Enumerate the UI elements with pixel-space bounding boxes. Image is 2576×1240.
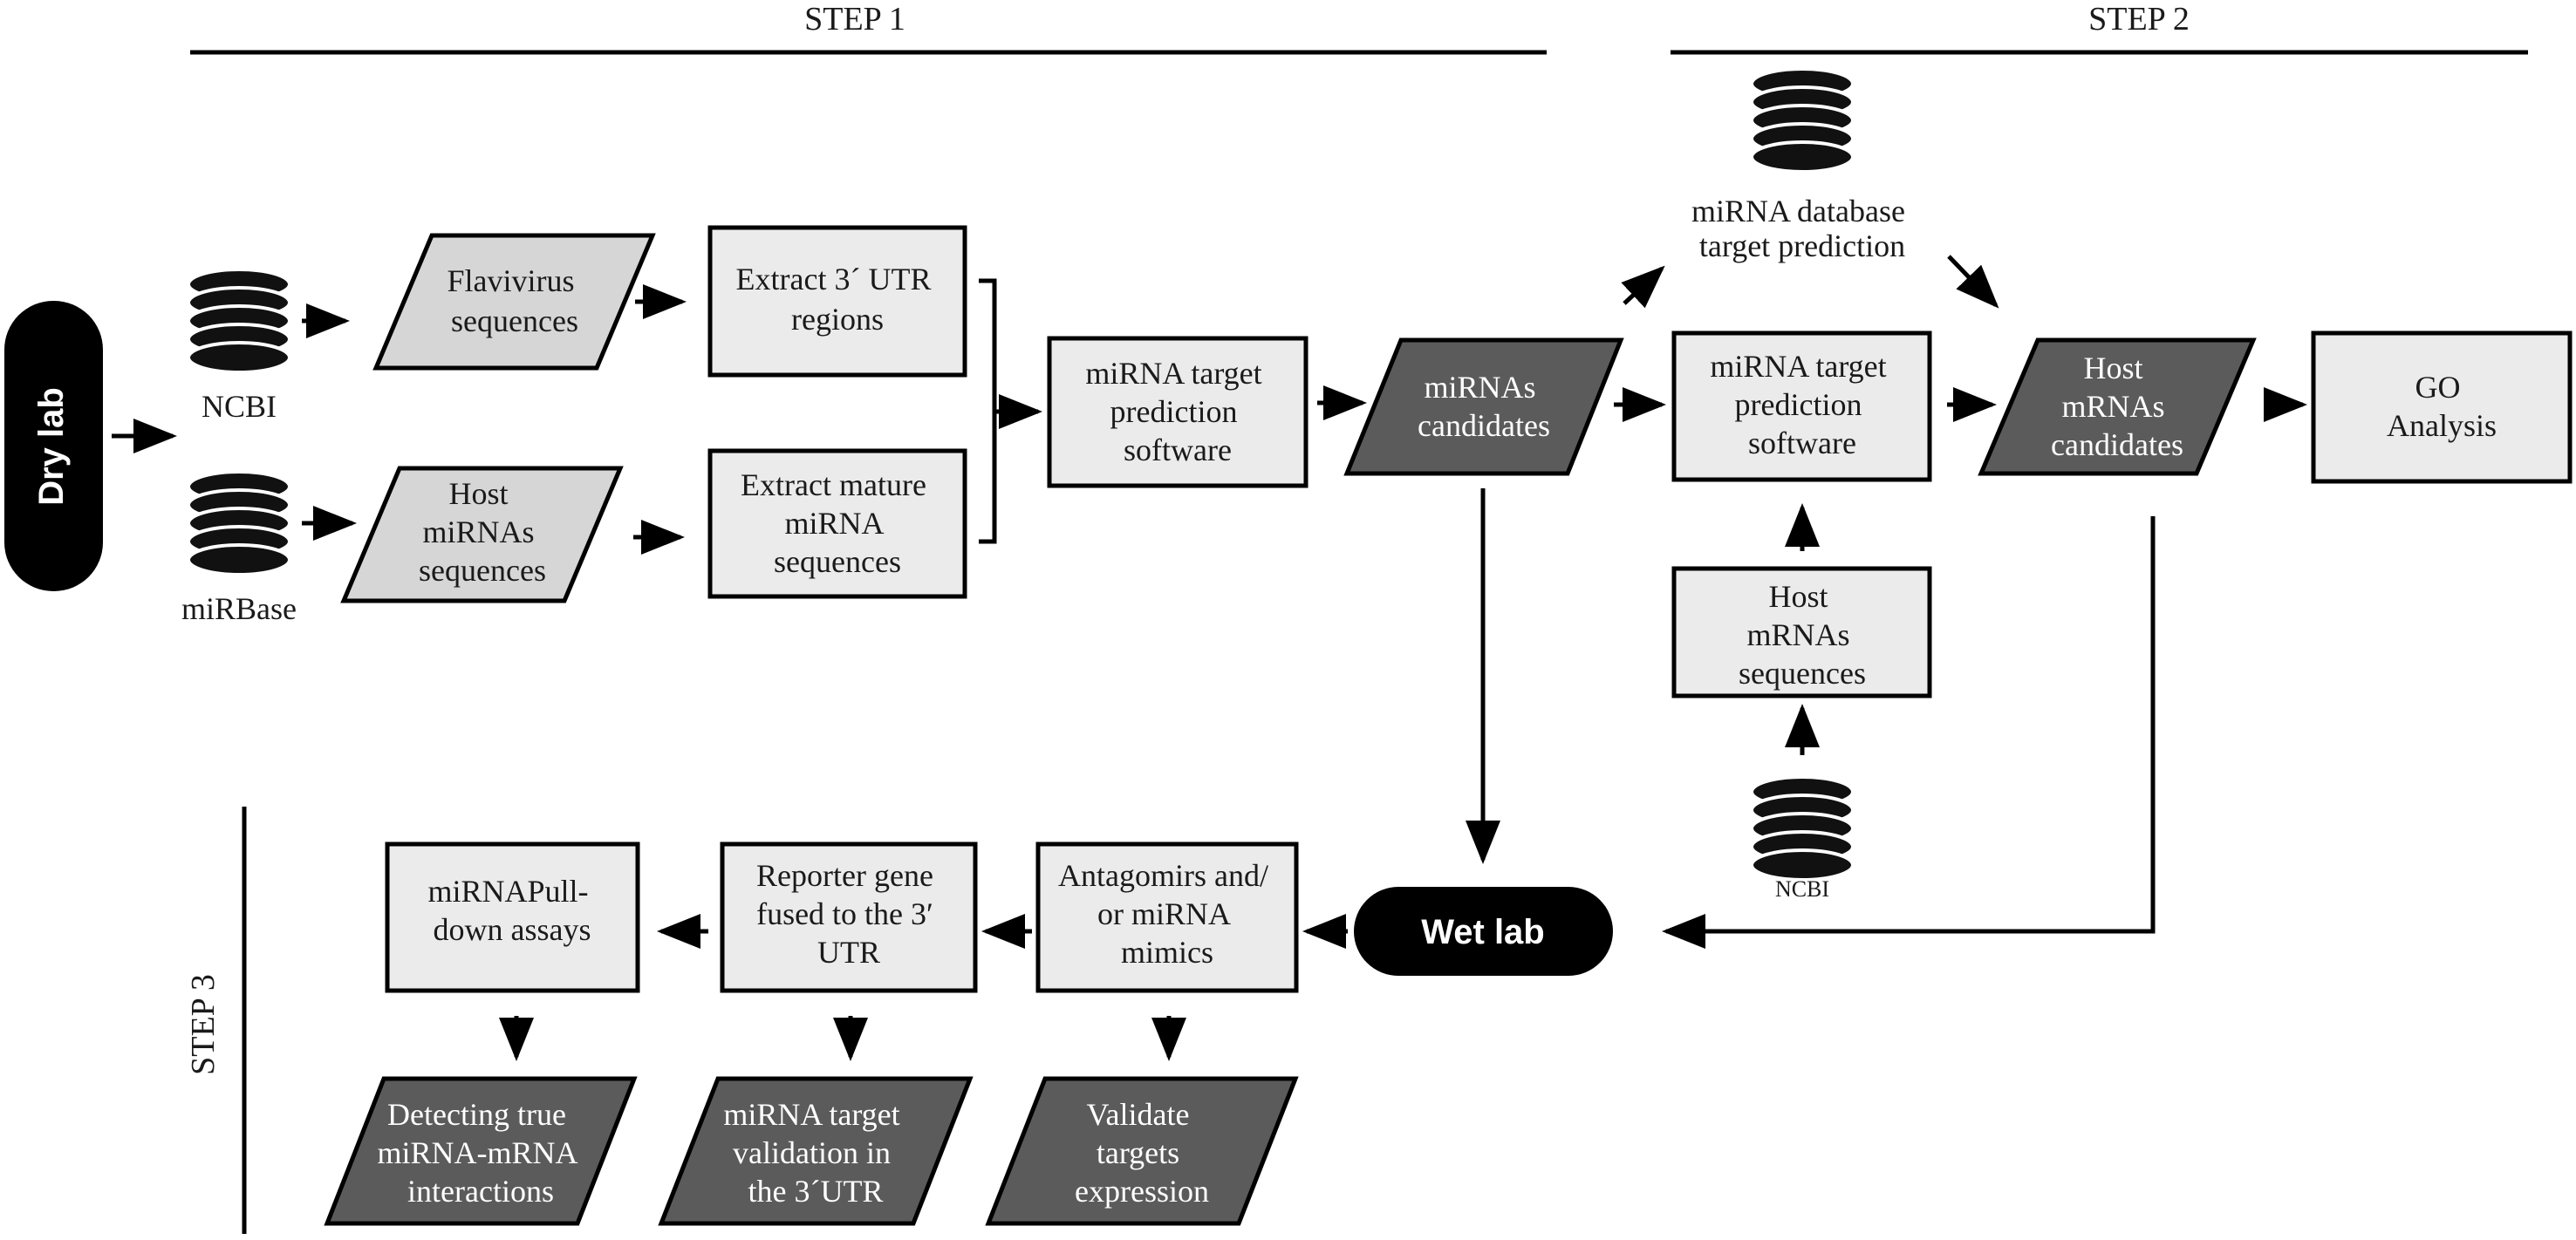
svg-text:Extract 3´ UTR regions: Extract 3´ UTR regions [736, 262, 940, 337]
step3-header: STEP 3 [185, 807, 247, 1234]
antagomirs-line1: Antagomirs and/ [1058, 858, 1268, 893]
mirbase-database-icon [187, 470, 291, 576]
host-mrnas-cand-line1: Host [2083, 351, 2142, 385]
ncbi-label: NCBI [202, 389, 277, 424]
arrow-candidates-to-db [1621, 265, 1665, 309]
svg-text:Host mRNAs sequenc: Host mRNAs sequences [1739, 579, 1866, 691]
software2-line1: miRNA target [1710, 349, 1886, 384]
svg-text:miRNA target validation: miRNA target validation in the 3´UTR [723, 1097, 907, 1209]
mirna-target-software-2-node: miRNA target prediction software [1671, 330, 1932, 482]
software1-line2: prediction [1110, 394, 1238, 429]
svg-text:GO Analysis: GO Analysis [2387, 370, 2497, 443]
step3-label: STEP 3 [185, 974, 222, 1075]
svg-text:miRNAPull- down assays: miRNAPull- down assays [427, 874, 596, 947]
svg-text:Flavivirus sequences: Flavivirus sequences [447, 263, 582, 338]
host-mrnas-seq-line2: mRNAs [1746, 617, 1849, 652]
extract-mature-node: Extract mature miRNA sequences [707, 448, 967, 599]
mirna-target-software-1-node: miRNA target prediction software [1047, 336, 1308, 488]
host-mrnas-candidates-node: Host mRNAs candidates [1978, 337, 2257, 476]
mirnapull-line2: down assays [434, 912, 591, 947]
host-mrnas-sequences-node: Host mRNAs sequences [1671, 566, 1932, 698]
detecting-line3: interactions [407, 1174, 554, 1209]
host-mirnas-label-line1: Host [448, 476, 508, 511]
mirna-database-icon [1750, 67, 1855, 174]
software2-line2: prediction [1735, 387, 1862, 422]
mirna-target-validation-node: miRNA target validation in the 3´UTR [658, 1076, 974, 1226]
host-mrnas-cand-line3: candidates [2051, 427, 2183, 462]
mirbase-label: miRBase [181, 591, 297, 626]
step1-header: STEP 1 [190, 1, 1547, 55]
extract-mature-line2: miRNA [784, 506, 884, 541]
svg-text:Host miRNAs sequen: Host miRNAs sequences [419, 476, 546, 588]
mirnas-candidates-line2: candidates [1418, 408, 1550, 443]
mirna-database-label: miRNA database target prediction [1691, 194, 1913, 263]
svg-text:miRNA target prediction: miRNA target prediction software [1710, 349, 1894, 460]
reporter-gene-node: Reporter gene fused to the 3′ UTR [720, 841, 978, 993]
step2-label: STEP 2 [2088, 1, 2190, 37]
detecting-true-node: Detecting true miRNA-mRNA interactions [324, 1076, 638, 1226]
go-analysis-node: GO Analysis [2311, 330, 2573, 484]
flavivirus-label-line2: sequences [451, 303, 578, 338]
extract-mature-line3: sequences [774, 544, 901, 579]
mirnapull-node: miRNAPull- down assays [385, 841, 640, 993]
svg-text:miRNAs candidates: miRNAs candidates [1418, 370, 1550, 443]
step1-label: STEP 1 [804, 1, 905, 37]
reporter-line1: Reporter gene [756, 858, 933, 893]
ncbi-database-icon [187, 268, 291, 374]
software1-line3: software [1124, 433, 1232, 467]
svg-text:miRNA target prediction: miRNA target prediction software [1085, 356, 1269, 467]
svg-text:Antagomirs and/ or miRNA: Antagomirs and/ or miRNA mimics [1058, 858, 1276, 970]
mirnapull-line1: miRNAPull- [427, 874, 588, 909]
validate-line2: targets [1097, 1135, 1179, 1170]
validation-line1: miRNA target [723, 1097, 899, 1132]
svg-text:Extract mature miRNA: Extract mature miRNA sequences [741, 467, 934, 579]
extract-mature-line1: Extract mature [741, 467, 926, 502]
host-mirnas-sequences-node: Host miRNAs sequences [340, 466, 624, 603]
extract-utr-line2: regions [791, 302, 884, 337]
host-mrnas-seq-line1: Host [1768, 579, 1828, 614]
validate-targets-node: Validate targets expression [985, 1076, 1299, 1226]
detecting-line1: Detecting true [387, 1097, 566, 1132]
antagomirs-node: Antagomirs and/ or miRNA mimics [1035, 841, 1299, 993]
reporter-line3: UTR [817, 935, 880, 970]
arrow-host-candidates-to-wetlab [1662, 516, 2156, 949]
svg-text:Host mRNAs candida: Host mRNAs candidates [2051, 351, 2183, 462]
extract-utr-node: Extract 3´ UTR regions [707, 225, 967, 378]
ncbi-bottom-database-icon [1750, 775, 1855, 882]
go-line1: GO [2415, 370, 2461, 405]
arrow-db-to-host-candidates [1947, 255, 1999, 309]
antagomirs-line2: or miRNA [1097, 896, 1231, 931]
ncbi-bottom-label: NCBI [1775, 876, 1829, 902]
software1-line1: miRNA target [1085, 356, 1261, 391]
host-mrnas-cand-line2: mRNAs [2061, 389, 2164, 424]
dry-lab-label: Dry lab [32, 387, 71, 506]
step2-header: STEP 2 [1671, 1, 2528, 55]
detecting-line2: miRNA-mRNA [377, 1135, 577, 1170]
extract-utr-line1: Extract 3´ UTR [736, 262, 932, 296]
svg-text:Detecting true miRNA-mRN: Detecting true miRNA-mRNA interactions [377, 1097, 584, 1209]
validation-line3: the 3´UTR [748, 1174, 884, 1209]
antagomirs-line3: mimics [1121, 935, 1213, 970]
wet-lab-terminal: Wet lab [1354, 887, 1613, 976]
dry-lab-terminal: Dry lab [4, 301, 103, 591]
flow-arrows [112, 255, 2307, 1061]
go-line2: Analysis [2387, 408, 2497, 443]
flavivirus-label-line1: Flavivirus [447, 263, 574, 298]
wet-lab-label: Wet lab [1421, 913, 1545, 951]
host-mrnas-seq-line3: sequences [1739, 656, 1866, 691]
software2-line3: software [1748, 426, 1856, 460]
merge-bracket [979, 278, 997, 544]
svg-text:Reporter gene fused to t: Reporter gene fused to the 3′ UTR [756, 858, 941, 970]
mirnas-candidates-node: miRNAs candidates [1343, 337, 1624, 476]
validate-line3: expression [1075, 1174, 1209, 1209]
svg-text:Validate targets e: Validate targets expression [1075, 1097, 1209, 1209]
host-mirnas-label-line2: miRNAs [422, 514, 534, 549]
validation-line2: validation in [733, 1135, 891, 1170]
reporter-line2: fused to the 3′ [756, 896, 933, 931]
mirnas-candidates-line1: miRNAs [1424, 370, 1535, 405]
validate-line1: Validate [1087, 1097, 1190, 1132]
host-mirnas-label-line3: sequences [419, 553, 546, 588]
flavivirus-sequences-node: Flavivirus sequences [372, 233, 656, 371]
